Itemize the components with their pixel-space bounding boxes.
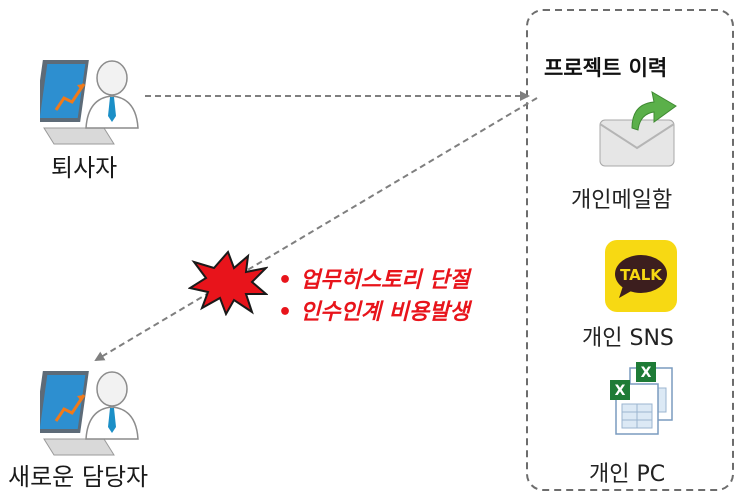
mail-forward-icon bbox=[596, 86, 680, 174]
presenter-person-icon bbox=[34, 363, 144, 465]
panel-item-pc: 개인 PC bbox=[589, 462, 666, 487]
kakaotalk-icon: TALK bbox=[605, 240, 677, 316]
arrow-to-new-owner bbox=[94, 97, 538, 362]
project-panel-title: 프로젝트 이력 bbox=[544, 56, 668, 80]
excel-files-icon: X X bbox=[608, 362, 680, 442]
project-panel-border bbox=[526, 9, 734, 491]
explosion-icon bbox=[187, 250, 270, 320]
svg-text:X: X bbox=[641, 365, 652, 381]
svg-text:X: X bbox=[615, 383, 626, 399]
warning-text: 인수인계 비용발생 bbox=[300, 300, 470, 325]
warning-history-broken: •업무히스토리 단절 bbox=[278, 268, 470, 293]
panel-item-mail: 개인메일함 bbox=[571, 188, 673, 213]
talk-icon-text: TALK bbox=[620, 266, 663, 284]
presenter-person-icon bbox=[34, 52, 144, 154]
warning-text: 업무히스토리 단절 bbox=[300, 268, 470, 293]
leaving-person-label: 퇴사자 bbox=[51, 154, 118, 182]
panel-item-sns: 개인 SNS bbox=[582, 326, 674, 351]
new-owner-label: 새로운 담당자 bbox=[8, 463, 149, 491]
warning-handover-cost: •인수인계 비용발생 bbox=[278, 300, 470, 325]
